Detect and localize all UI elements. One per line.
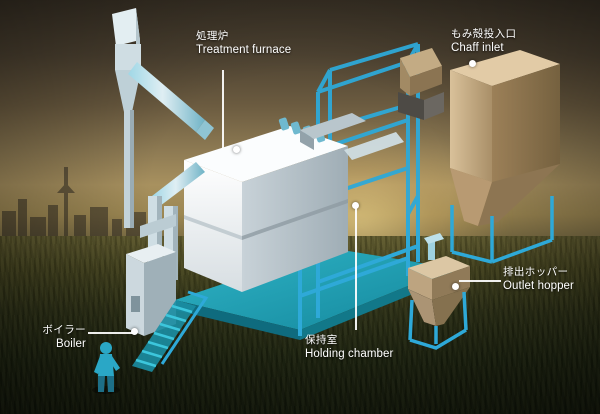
chaff-inlet-hopper [450,50,560,264]
label-outlet-hopper: 排出ホッパー Outlet hopper [503,266,574,294]
label-boiler-jp: ボイラー [42,324,86,336]
label-holding-chamber: 保持室 Holding chamber [305,334,393,362]
worker-figure [92,342,120,394]
callout-dot-boiler [131,328,138,335]
callout-leader-outlet-hopper [459,280,501,282]
label-treatment-furnace: 処理炉 Treatment furnace [196,30,291,58]
callout-leader-holding-chamber [355,206,357,330]
transfer-pipe [344,132,404,160]
label-outlet-hopper-jp: 排出ホッパー [503,266,569,278]
label-boiler-en: Boiler [55,338,86,351]
treatment-furnace [184,113,366,292]
access-stairs [132,290,209,372]
callout-dot-chaff-inlet [469,60,476,67]
callout-dot-treatment-furnace [233,146,240,153]
callout-dot-outlet-hopper [452,283,459,290]
cyclone-separator [112,8,141,228]
callout-leader-treatment-furnace [222,70,224,148]
label-chaff-inlet: もみ殻投入口 Chaff inlet [451,28,516,56]
label-treatment-furnace-jp: 処理炉 [196,30,229,42]
furnace-exhaust-duct [128,62,214,206]
label-treatment-furnace-en: Treatment furnace [196,44,292,57]
outlet-hopper [408,233,470,350]
callout-leader-boiler [88,332,134,334]
support-frame-front [298,196,420,336]
label-holding-chamber-jp: 保持室 [305,334,338,346]
label-chaff-inlet-en: Chaff inlet [451,42,504,55]
label-chaff-inlet-jp: もみ殻投入口 [451,28,517,40]
callout-dot-holding-chamber [352,202,359,209]
label-boiler: ボイラー Boiler [16,324,86,352]
label-outlet-hopper-en: Outlet hopper [503,280,574,293]
chaff-feed-chute [398,48,444,120]
label-holding-chamber-en: Holding chamber [305,348,394,361]
